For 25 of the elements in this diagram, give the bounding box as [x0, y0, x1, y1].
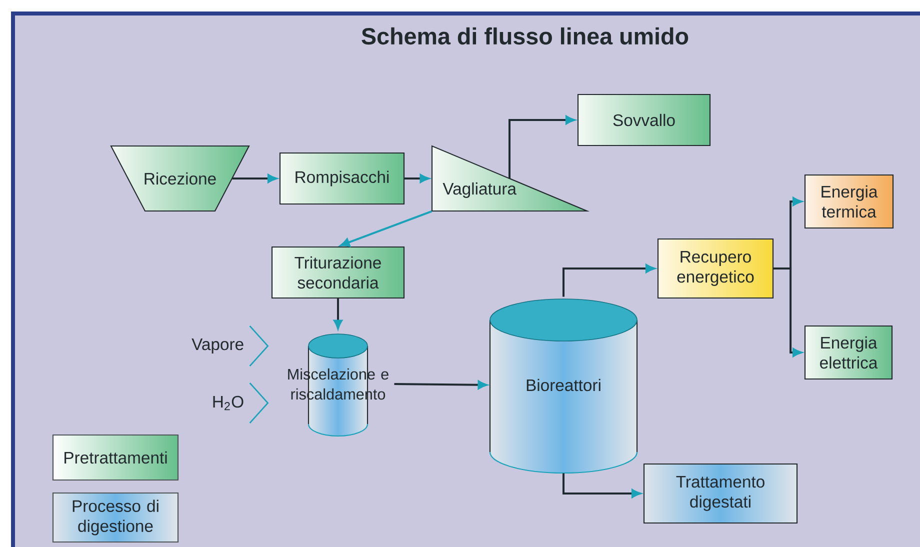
- arrow: [508, 116, 575, 178]
- process-box: Energia elettrica: [804, 325, 893, 380]
- process-box: Sovvallo: [577, 94, 711, 146]
- arrow: [562, 473, 641, 498]
- process-box: Trattamento digestati: [643, 463, 798, 524]
- legend-item: Processo di digestione: [52, 492, 179, 543]
- chevron-arrow: [246, 382, 269, 424]
- node-label: Bioreattori: [526, 378, 600, 392]
- tank-cylinder: Bioreattori: [489, 298, 638, 474]
- input-label: H$_{2}$O: [213, 396, 244, 410]
- arrow: [562, 264, 655, 297]
- process-box: Triturazione secondaria: [271, 246, 405, 299]
- title: Schema di flusso linea umido: [362, 27, 688, 45]
- arrow: [340, 210, 432, 247]
- input-label: Vapore: [192, 338, 244, 354]
- arrow: [394, 380, 488, 390]
- arrow: [232, 174, 277, 183]
- arrow: [334, 298, 342, 330]
- process-box: Recupero energetico: [657, 238, 774, 299]
- arrow: [774, 268, 802, 357]
- legend-item: Pretrattamenti: [52, 434, 179, 481]
- chevron-arrow: [246, 326, 269, 366]
- process-box: Rompisacchi: [279, 152, 405, 205]
- arrow: [404, 174, 430, 183]
- process-box: Energia termica: [804, 174, 894, 229]
